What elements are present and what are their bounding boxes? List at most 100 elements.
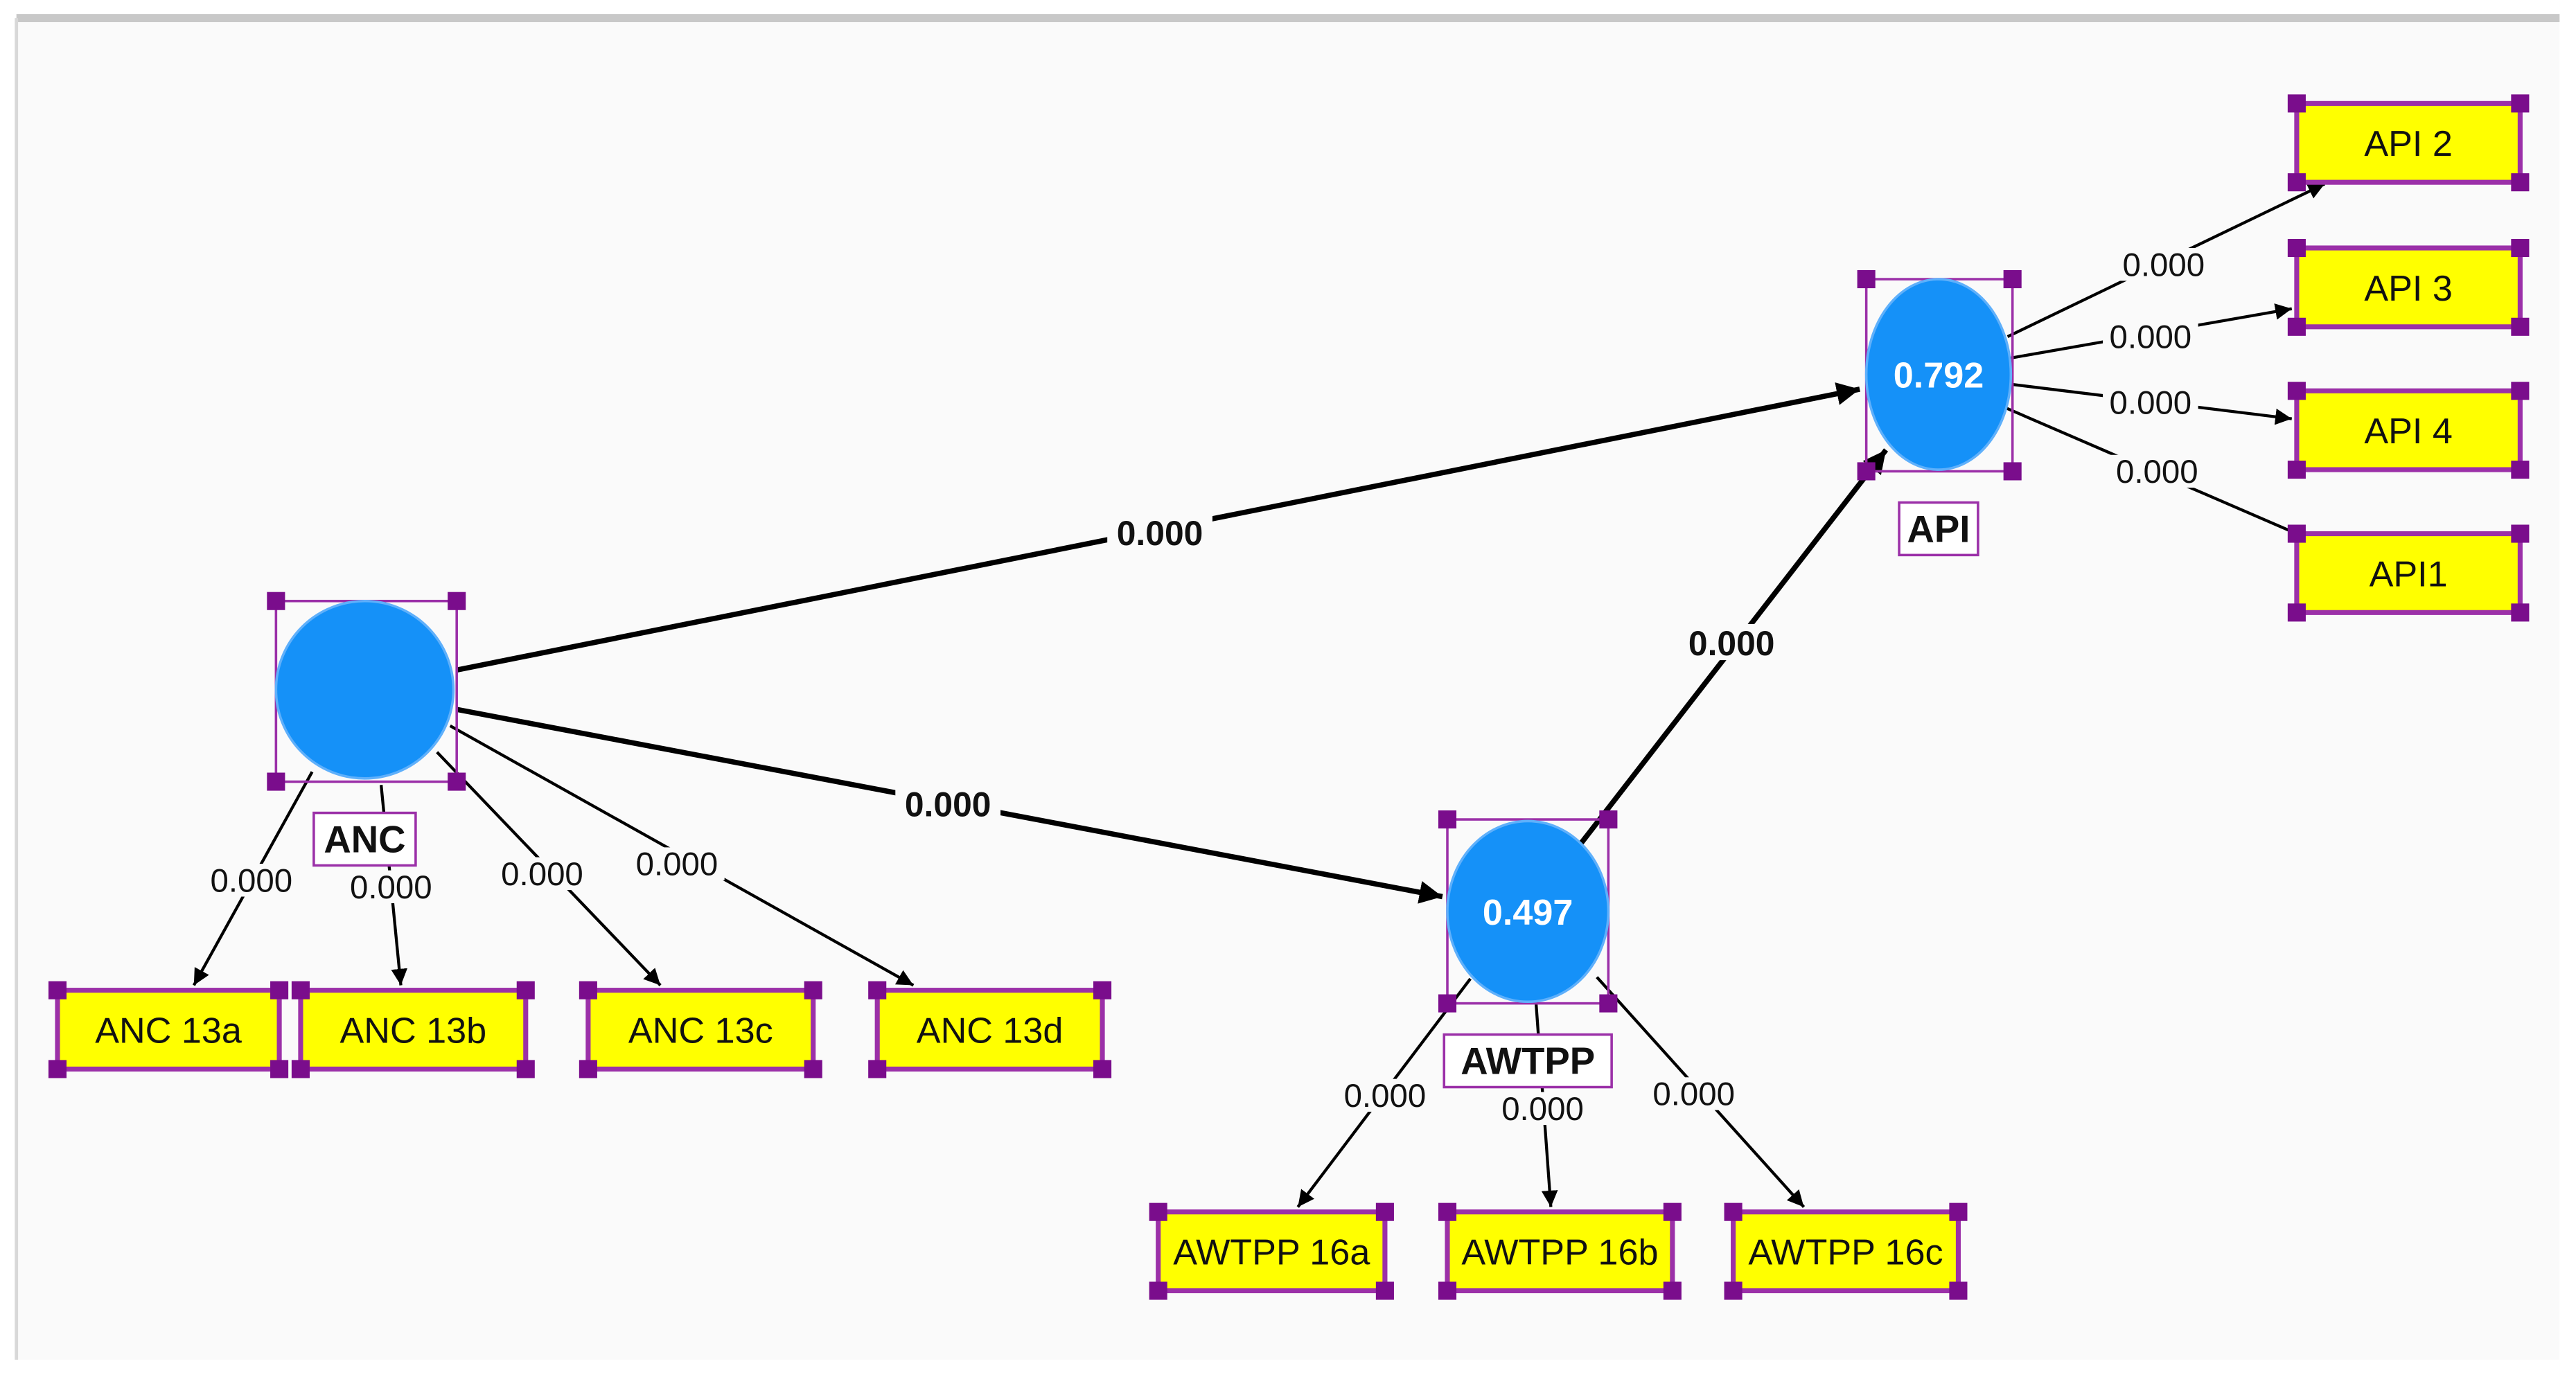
indicator-box[interactable] <box>298 988 529 1072</box>
indicator-api2-resize-handle[interactable] <box>2511 173 2530 192</box>
indicator-anc13a[interactable]: ANC 13a <box>48 981 289 1078</box>
construct-awtpp-resize-handle[interactable] <box>1599 810 1618 829</box>
indicator-api2[interactable]: API 2 <box>2287 94 2530 192</box>
indicator-api4-resize-handle[interactable] <box>2511 461 2530 479</box>
construct-anc-resize-handle[interactable] <box>267 592 285 610</box>
construct-circle[interactable] <box>1446 819 1610 1003</box>
indicator-api1-resize-handle[interactable] <box>2287 524 2306 543</box>
construct-api-resize-handle[interactable] <box>1857 462 1876 481</box>
indicator-awtpp16a[interactable]: AWTPP 16a <box>1149 1202 1394 1300</box>
indicator-box[interactable] <box>1445 1209 1675 1294</box>
indicator-awtpp16c-resize-handle[interactable] <box>1949 1281 1968 1300</box>
indicator-api1[interactable]: API1 <box>2287 524 2530 622</box>
indicator-api2-resize-handle[interactable] <box>2511 94 2530 113</box>
indicator-anc13d-resize-handle[interactable] <box>868 981 887 999</box>
indicator-api3[interactable]: API 3 <box>2287 238 2530 336</box>
construct-circle[interactable] <box>1864 278 2013 471</box>
indicator-api4-resize-handle[interactable] <box>2287 382 2306 400</box>
indicator-anc13b-resize-handle[interactable] <box>516 1060 535 1078</box>
construct-api-resize-handle[interactable] <box>1857 270 1876 289</box>
indicator-box[interactable] <box>585 988 816 1072</box>
indicator-box[interactable] <box>1156 1209 1388 1294</box>
indicator-api1-resize-handle[interactable] <box>2511 524 2530 543</box>
indicator-label: API 2 <box>2364 124 2453 164</box>
indicator-anc13a-resize-handle[interactable] <box>48 1060 67 1078</box>
indicator-anc13a-resize-handle[interactable] <box>48 981 67 999</box>
path-coefficient-label: 0.000 <box>905 785 991 824</box>
indicator-api2-resize-handle[interactable] <box>2287 173 2306 192</box>
indicator-label: ANC 13d <box>917 1011 1064 1051</box>
path-label-background <box>1494 1092 1591 1126</box>
indicator-api4-resize-handle[interactable] <box>2287 461 2306 479</box>
indicator-awtpp16b-resize-handle[interactable] <box>1438 1281 1457 1300</box>
indicator-awtpp16b-resize-handle[interactable] <box>1438 1202 1457 1221</box>
indicator-api1-resize-handle[interactable] <box>2511 603 2530 622</box>
construct-anc[interactable]: ANC <box>267 592 466 867</box>
indicator-box[interactable] <box>2294 100 2523 185</box>
indicator-box[interactable] <box>2294 531 2523 615</box>
indicator-awtpp16a-resize-handle[interactable] <box>1149 1281 1167 1300</box>
construct-anc-resize-handle[interactable] <box>448 592 466 610</box>
indicator-awtpp16c-resize-handle[interactable] <box>1724 1281 1743 1300</box>
construct-awtpp-resize-handle[interactable] <box>1438 810 1457 829</box>
indicator-label: AWTPP 16a <box>1173 1233 1370 1273</box>
indicator-anc13b-resize-handle[interactable] <box>291 1060 310 1078</box>
indicator-api1-resize-handle[interactable] <box>2287 603 2306 622</box>
indicator-anc13c[interactable]: ANC 13c <box>579 981 822 1078</box>
indicator-anc13c-resize-handle[interactable] <box>579 981 597 999</box>
construct-api-resize-handle[interactable] <box>2003 270 2022 289</box>
indicator-awtpp16c-resize-handle[interactable] <box>1724 1202 1743 1221</box>
path-coefficient-label: 0.000 <box>2110 319 2192 356</box>
indicator-anc13a-resize-handle[interactable] <box>270 981 289 999</box>
construct-api-resize-handle[interactable] <box>2003 462 2022 481</box>
indicator-anc13c-resize-handle[interactable] <box>804 981 822 999</box>
path-label-background <box>1107 514 1212 551</box>
construct-name: AWTPP <box>1461 1040 1595 1083</box>
path-label-background <box>343 870 439 903</box>
indicator-anc13d[interactable]: ANC 13d <box>868 981 1112 1078</box>
indicator-awtpp16c[interactable]: AWTPP 16c <box>1724 1202 1968 1300</box>
indicator-box[interactable] <box>2294 245 2523 330</box>
indicator-api3-resize-handle[interactable] <box>2287 238 2306 258</box>
indicator-anc13d-resize-handle[interactable] <box>1093 1060 1112 1078</box>
construct-anc-resize-handle[interactable] <box>267 772 285 791</box>
indicator-box[interactable] <box>2294 388 2523 472</box>
indicator-anc13d-resize-handle[interactable] <box>1093 981 1112 999</box>
indicator-api4[interactable]: API 4 <box>2287 382 2530 479</box>
indicator-awtpp16a-resize-handle[interactable] <box>1375 1202 1394 1221</box>
indicator-api2-resize-handle[interactable] <box>2287 94 2306 113</box>
indicator-anc13b-resize-handle[interactable] <box>291 981 310 999</box>
construct-circle[interactable] <box>274 599 455 780</box>
indicator-box[interactable] <box>874 988 1105 1072</box>
path-label-background <box>2103 386 2198 419</box>
indicator-anc13d-resize-handle[interactable] <box>868 1060 887 1078</box>
indicator-anc13b-resize-handle[interactable] <box>516 981 535 999</box>
indicator-api3-resize-handle[interactable] <box>2511 238 2530 258</box>
indicator-awtpp16b[interactable]: AWTPP 16b <box>1438 1202 1682 1300</box>
indicator-label: AWTPP 16c <box>1748 1233 1943 1273</box>
construct-awtpp-resize-handle[interactable] <box>1599 994 1618 1013</box>
indicator-api3-resize-handle[interactable] <box>2287 317 2306 336</box>
indicator-anc13c-resize-handle[interactable] <box>579 1060 597 1078</box>
path-label-background <box>2109 454 2205 488</box>
indicator-awtpp16b-resize-handle[interactable] <box>1663 1202 1682 1221</box>
construct-anc-resize-handle[interactable] <box>448 772 466 791</box>
indicator-awtpp16c-resize-handle[interactable] <box>1949 1202 1968 1221</box>
indicator-api4-resize-handle[interactable] <box>2511 382 2530 400</box>
indicator-awtpp16b-resize-handle[interactable] <box>1663 1281 1682 1300</box>
construct-r-squared: 0.497 <box>1483 893 1573 933</box>
indicator-awtpp16a-resize-handle[interactable] <box>1375 1281 1394 1300</box>
indicator-anc13c-resize-handle[interactable] <box>804 1060 822 1078</box>
indicator-anc13a-resize-handle[interactable] <box>270 1060 289 1078</box>
construct-name-box <box>312 811 417 867</box>
indicator-anc13b[interactable]: ANC 13b <box>291 981 535 1078</box>
indicator-box[interactable] <box>1731 1209 1961 1294</box>
indicator-api3-resize-handle[interactable] <box>2511 317 2530 336</box>
construct-awtpp-resize-handle[interactable] <box>1438 994 1457 1013</box>
indicator-awtpp16a-resize-handle[interactable] <box>1149 1202 1167 1221</box>
indicator-box[interactable] <box>55 988 282 1072</box>
